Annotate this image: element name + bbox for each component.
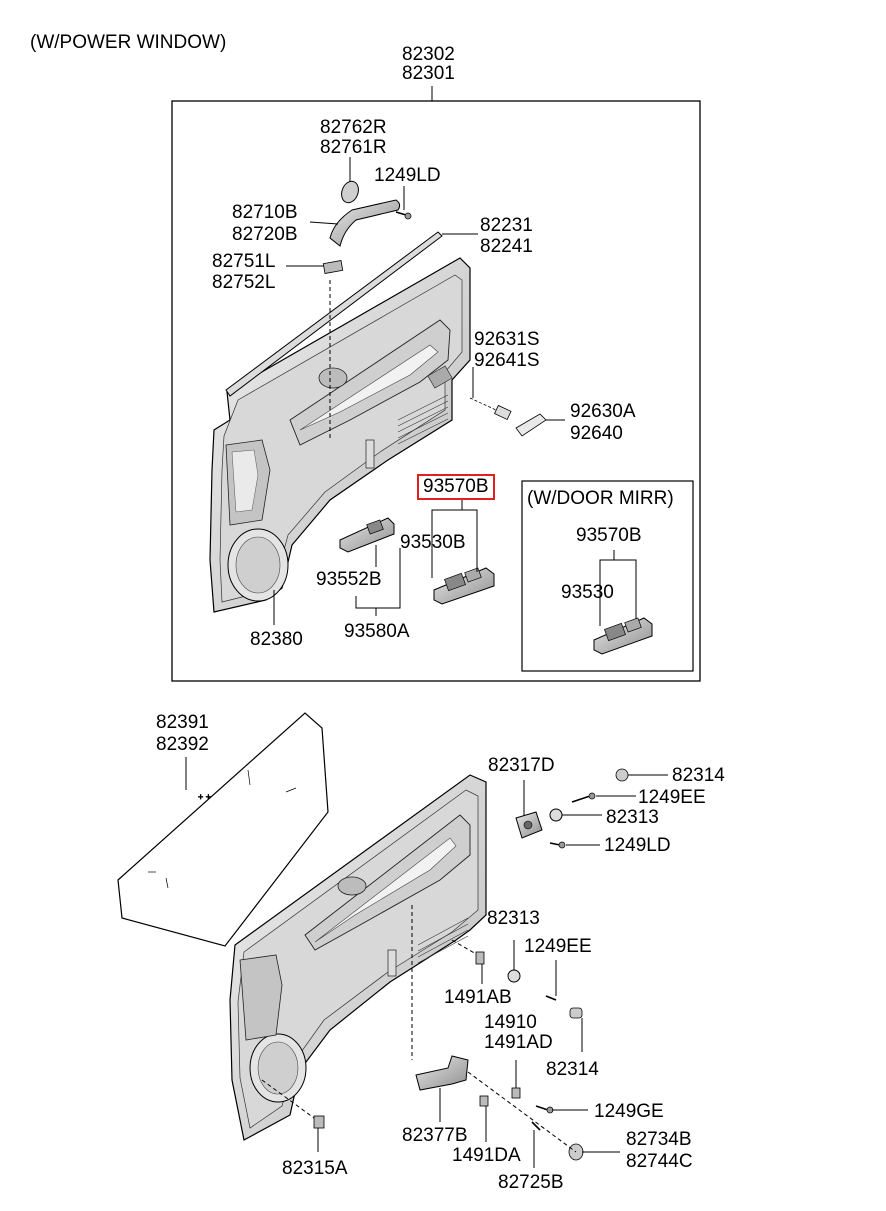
washer-82313-top: [549, 808, 563, 822]
label-82380: 82380: [250, 629, 303, 650]
label-82710B: 82710B: [232, 202, 298, 223]
label-1249EE-mid: 1249EE: [524, 936, 592, 957]
screw-1249LD-upper: [395, 211, 412, 220]
label-82761R: 82761R: [320, 137, 387, 158]
label-1249GE: 1249GE: [594, 1101, 664, 1122]
label-93552B: 93552B: [316, 569, 382, 590]
screw-1249EE-top: [571, 792, 596, 803]
cap-82751L: [322, 260, 344, 274]
inset-frame: [521, 480, 694, 672]
label-93530-inset: 93530: [561, 582, 614, 603]
label-82377B: 82377B: [402, 1125, 468, 1146]
switch-93530B: [433, 567, 495, 605]
weatherstrip-upper: [225, 231, 443, 397]
label-82751L: 82751L: [212, 251, 276, 272]
label-82301: 82301: [402, 63, 455, 84]
screw-1249LD-lower: [549, 841, 566, 849]
label-82762R: 82762R: [320, 117, 387, 138]
label-82317D: 82317D: [488, 755, 555, 776]
bulb-92631S: [469, 397, 512, 421]
label-93570B-inset: 93570B: [576, 525, 642, 546]
lower-leaders: [185, 757, 668, 1168]
label-93570B-highlighted: 93570B: [417, 474, 495, 500]
label-14910: 14910: [484, 1012, 537, 1033]
lens-92630A: [515, 413, 547, 437]
label-82720B: 82720B: [232, 224, 298, 245]
upper-door-trim-panel: [209, 257, 471, 613]
screw-1249EE-mid: [545, 995, 557, 1001]
bracket-82317D: [515, 811, 543, 839]
label-1249LD-upper: 1249LD: [374, 165, 441, 186]
label-93530B: 93530B: [400, 532, 466, 553]
label-93580A: 93580A: [344, 621, 410, 642]
upper-frame: [171, 100, 701, 682]
cap-82314-mid: [569, 1007, 583, 1019]
clip-1491DA: [479, 1095, 489, 1107]
clip-1491AB: [475, 951, 485, 965]
label-92630A: 92630A: [570, 401, 636, 422]
label-1491DA: 1491DA: [452, 1145, 521, 1166]
label-82725B: 82725B: [498, 1172, 564, 1193]
label-82752L: 82752L: [212, 272, 276, 293]
clip-82315A: [313, 1115, 325, 1129]
label-92641S: 92641S: [474, 350, 540, 371]
svg-text:+ +: + +: [198, 792, 211, 802]
handle-cap-upper: [341, 180, 359, 204]
diagram-title: (W/POWER WINDOW): [30, 32, 227, 53]
label-82314-mid: 82314: [546, 1059, 599, 1080]
label-1249EE-top: 1249EE: [638, 787, 706, 808]
upper-leaders: [273, 157, 565, 625]
clip-1491AD: [511, 1087, 521, 1099]
switch-93530-inset: [593, 617, 653, 655]
label-1491AB: 1491AB: [444, 987, 512, 1008]
label-82391: 82391: [156, 712, 209, 733]
label-82744C: 82744C: [626, 1151, 693, 1172]
label-92631S: 92631S: [474, 329, 540, 350]
inset-title: (W/DOOR MIRR): [527, 488, 674, 509]
washer-82313-mid: [507, 969, 521, 983]
inset-leaders: [599, 550, 637, 626]
screw-1249GE: [535, 1105, 554, 1114]
label-92640: 92640: [570, 423, 623, 444]
bezel-93552B: [339, 517, 395, 553]
label-1491AD: 1491AD: [484, 1032, 553, 1053]
label-82241: 82241: [480, 236, 533, 257]
label-82313-mid: 82313: [487, 908, 540, 929]
vapor-barrier-sheet: [117, 712, 329, 947]
cap-82314-top: [615, 768, 629, 782]
label-82314-top: 82314: [672, 765, 725, 786]
label-82315A: 82315A: [282, 1158, 348, 1179]
label-82313-top: 82313: [606, 807, 659, 828]
grip-handle-upper: [329, 199, 401, 247]
label-82302: 82302: [402, 44, 455, 65]
lower-door-trim-panel: [229, 774, 487, 1141]
label-82392: 82392: [156, 734, 209, 755]
label-1249LD-lower: 1249LD: [604, 835, 671, 856]
screw-82725B: [531, 1121, 541, 1131]
bracket-82377B: [415, 1055, 469, 1091]
label-82734B: 82734B: [626, 1129, 692, 1150]
label-82231: 82231: [480, 215, 533, 236]
